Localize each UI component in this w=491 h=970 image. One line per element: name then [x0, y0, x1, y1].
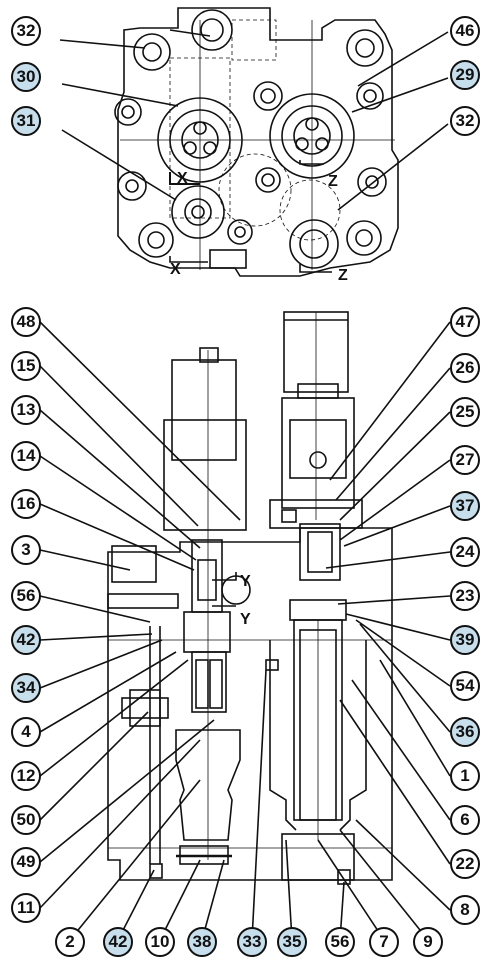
callout-23: 23 — [450, 581, 480, 611]
callout-32: 32 — [450, 106, 480, 136]
callout-22: 22 — [450, 849, 480, 879]
callout-38: 38 — [187, 927, 217, 957]
callout-32: 32 — [11, 16, 41, 46]
callout-56: 56 — [11, 581, 41, 611]
callout-15: 15 — [11, 351, 41, 381]
callout-11: 11 — [11, 893, 41, 923]
callout-31: 31 — [11, 106, 41, 136]
callout-39: 39 — [450, 625, 480, 655]
callout-13: 13 — [11, 395, 41, 425]
callout-34: 34 — [11, 673, 41, 703]
view-marker-x-2: X — [170, 261, 181, 278]
callout-29: 29 — [450, 60, 480, 90]
callout-37: 37 — [450, 491, 480, 521]
callout-48: 48 — [11, 307, 41, 337]
callout-33: 33 — [237, 927, 267, 957]
callout-9: 9 — [413, 927, 443, 957]
callout-47: 47 — [450, 307, 480, 337]
view-marker-y-2: Y — [240, 611, 251, 628]
callout-36: 36 — [450, 717, 480, 747]
callout-16: 16 — [11, 489, 41, 519]
callout-35: 35 — [277, 927, 307, 957]
callout-26: 26 — [450, 353, 480, 383]
callout-49: 49 — [11, 847, 41, 877]
callout-42: 42 — [103, 927, 133, 957]
callout-27: 27 — [450, 445, 480, 475]
callout-6: 6 — [450, 805, 480, 835]
callout-50: 50 — [11, 805, 41, 835]
top-view — [59, 7, 449, 277]
callout-7: 7 — [369, 927, 399, 957]
callout-56: 56 — [325, 927, 355, 957]
callout-46: 46 — [450, 16, 480, 46]
view-marker-y-1: Y — [240, 573, 251, 590]
callout-12: 12 — [11, 761, 41, 791]
callout-42: 42 — [11, 625, 41, 655]
callout-14: 14 — [11, 441, 41, 471]
view-marker-z-1: Z — [328, 173, 338, 190]
callout-1: 1 — [450, 761, 480, 791]
callout-24: 24 — [450, 537, 480, 567]
callout-10: 10 — [145, 927, 175, 957]
callout-2: 2 — [55, 927, 85, 957]
view-marker-z-2: Z — [338, 267, 348, 284]
callout-4: 4 — [11, 717, 41, 747]
callout-54: 54 — [450, 671, 480, 701]
callout-30: 30 — [11, 62, 41, 92]
view-marker-x-1: X — [177, 170, 188, 187]
front-view — [39, 311, 451, 941]
callout-25: 25 — [450, 397, 480, 427]
callout-8: 8 — [450, 895, 480, 925]
callout-3: 3 — [11, 535, 41, 565]
